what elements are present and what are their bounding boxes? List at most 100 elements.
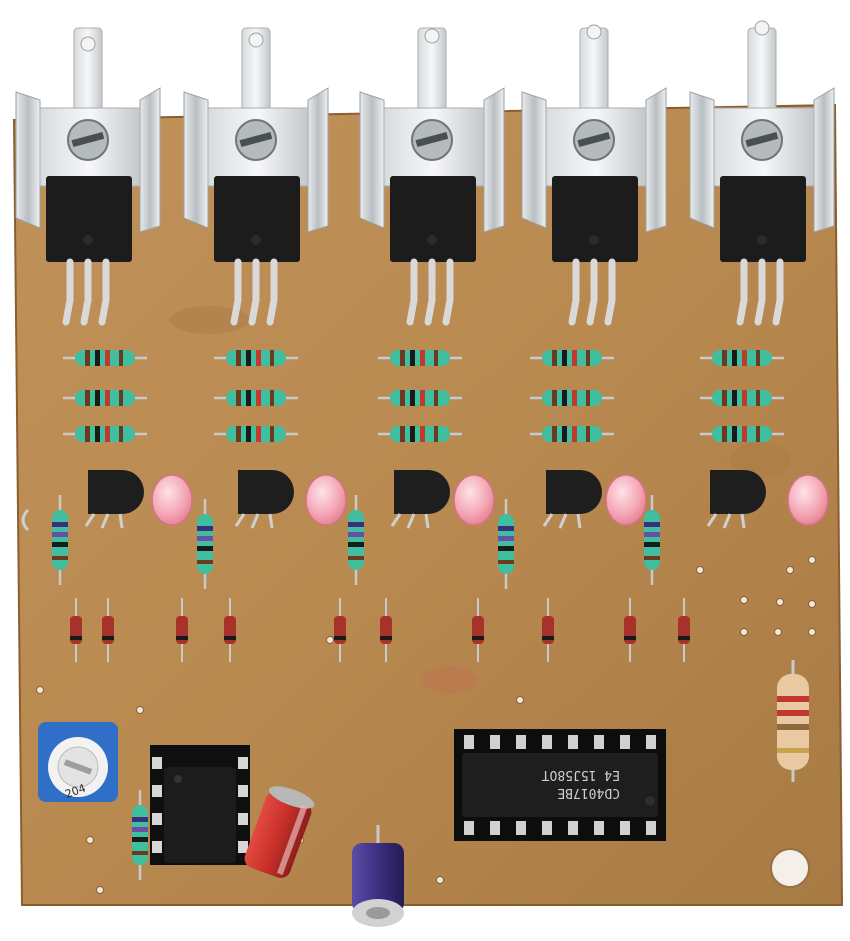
flux-stain: [422, 666, 478, 694]
heatsink-fin-left: [689, 91, 715, 229]
regulator-dimple: [83, 235, 93, 245]
screw-slot: [71, 131, 105, 148]
heatsink-fin-right: [307, 87, 329, 233]
regulator-leg: [62, 258, 74, 326]
regulator-body: [552, 176, 638, 262]
regulator-dimple: [251, 235, 261, 245]
transistor-legs: [84, 513, 124, 529]
timer-ic: [150, 745, 250, 865]
mounting-hole: [770, 848, 810, 888]
transistor-body: [88, 470, 144, 514]
led: [453, 474, 495, 526]
solder-pad: [516, 696, 524, 704]
power-resistor: [777, 660, 809, 782]
heatsink-fin-left: [359, 91, 385, 229]
regulator-leg: [248, 258, 260, 326]
heatsink-fin-left: [15, 91, 41, 229]
regulator-leg: [736, 258, 748, 326]
transistor-legs: [234, 513, 274, 529]
screw-slot: [415, 131, 449, 148]
regulator-leg: [424, 258, 436, 326]
flux-stain: [170, 306, 250, 334]
regulator-leg: [604, 258, 616, 326]
transistor-legs: [706, 513, 746, 529]
counter-ic: CD4017BE E4 15J58OT: [454, 729, 666, 841]
solder-pad: [696, 566, 704, 574]
transistor-legs: [390, 513, 430, 529]
tab-hole: [754, 20, 770, 36]
solder-pad: [36, 686, 44, 694]
regulator-leg: [772, 258, 784, 326]
solder-pad: [774, 628, 782, 636]
transistor: [706, 470, 766, 529]
regulator-row: [15, 20, 835, 326]
solder-pad: [776, 598, 784, 606]
heatsink-fin-left: [521, 91, 547, 229]
regulator-leg: [230, 258, 242, 326]
transistor: [542, 470, 602, 529]
heatsink-fin-right: [645, 87, 667, 233]
heatsink-fin-left: [183, 91, 209, 229]
screw-slot: [239, 131, 273, 148]
transistor-body: [546, 470, 602, 514]
regulator-leg: [80, 258, 92, 326]
solder-pad: [96, 886, 104, 894]
jumper-wire: [21, 508, 30, 532]
regulator-dimple: [589, 235, 599, 245]
solder-pad: [740, 628, 748, 636]
voltage-regulator: [689, 20, 835, 326]
voltage-regulator: [183, 27, 329, 326]
regulator-leg: [442, 258, 454, 326]
tab-hole: [586, 24, 602, 40]
transistor: [390, 470, 450, 529]
regulator-body: [46, 176, 132, 262]
led: [787, 474, 829, 526]
regulator-tab: [747, 27, 777, 119]
regulator-dimple: [427, 235, 437, 245]
led: [151, 474, 193, 526]
solder-pad: [740, 596, 748, 604]
transistor: [84, 470, 144, 529]
regulator-leg: [406, 258, 418, 326]
driver-row: [21, 470, 829, 591]
transistor-body: [238, 470, 294, 514]
led: [605, 474, 647, 526]
regulator-body: [214, 176, 300, 262]
voltage-regulator: [521, 24, 667, 326]
heatsink-fin-right: [139, 87, 161, 233]
solder-pad: [326, 636, 334, 644]
solder-pad: [786, 566, 794, 574]
transistor: [234, 470, 294, 529]
regulator-leg: [98, 258, 110, 326]
flux-stain: [730, 442, 790, 478]
solder-pads: [36, 556, 816, 894]
regulator-tab: [579, 27, 609, 119]
counter-ic-part-number: CD4017BE: [557, 785, 620, 800]
trimmer-potentiometer: 204: [38, 722, 118, 802]
screw-slot: [745, 131, 779, 148]
counter-ic-lot-code: E4 15J58OT: [542, 767, 620, 782]
regulator-dimple: [757, 235, 767, 245]
solder-pad: [808, 556, 816, 564]
electrolytic-capacitor-red: [244, 786, 315, 878]
screw-slot: [577, 131, 611, 148]
regulator-body: [720, 176, 806, 262]
tab-hole: [80, 36, 96, 52]
regulator-leg: [586, 258, 598, 326]
solder-pad: [86, 836, 94, 844]
tab-hole: [248, 32, 264, 48]
solder-pad: [808, 600, 816, 608]
solder-pad: [136, 706, 144, 714]
led: [305, 474, 347, 526]
regulator-body: [390, 176, 476, 262]
regulator-leg: [568, 258, 580, 326]
voltage-regulator: [359, 27, 505, 326]
regulator-leg: [266, 258, 278, 326]
heatsink-fin-right: [813, 87, 835, 233]
tab-hole: [424, 28, 440, 44]
solder-pad: [436, 876, 444, 884]
transistor-body: [710, 470, 766, 514]
regulator-leg: [754, 258, 766, 326]
